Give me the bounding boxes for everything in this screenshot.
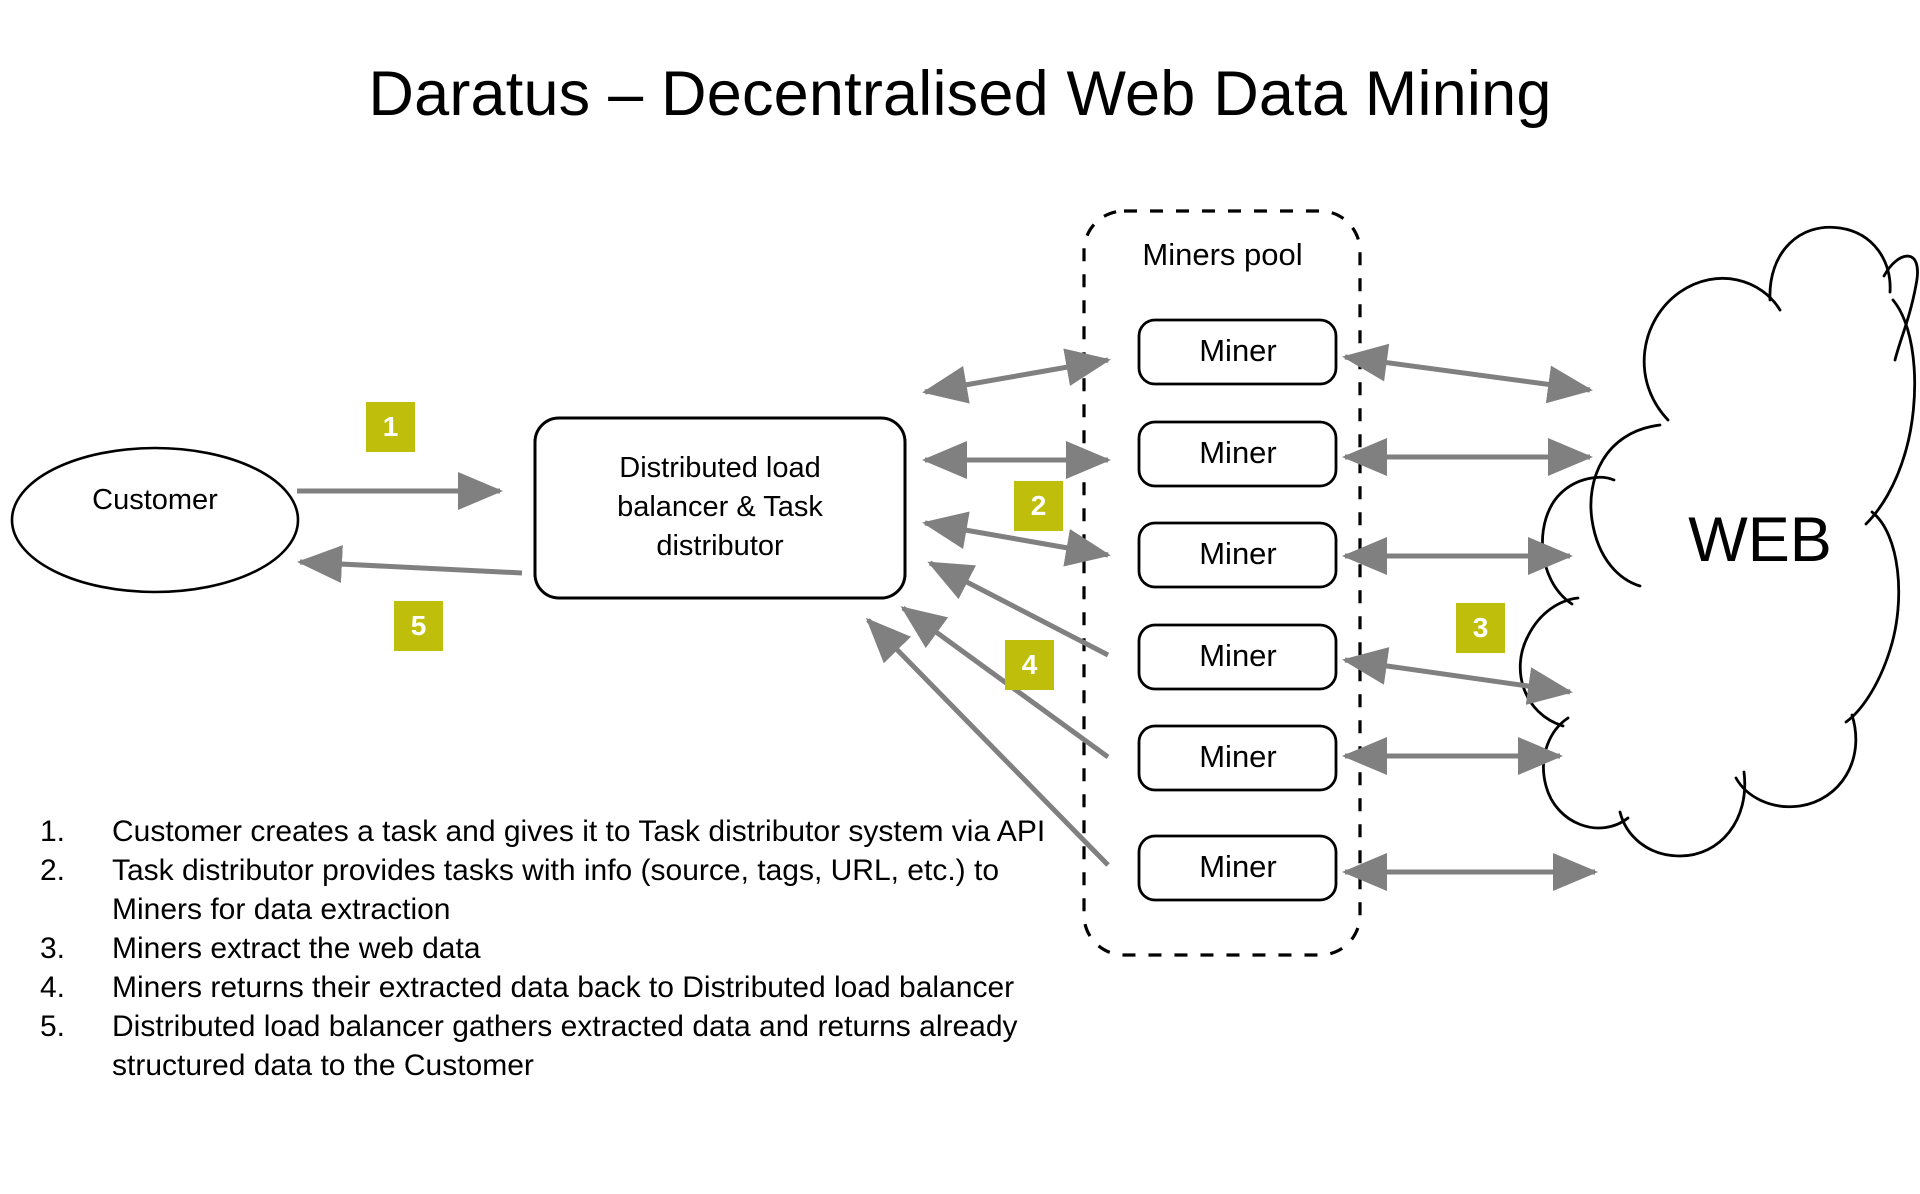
web-cloud <box>1518 225 1919 858</box>
legend-text-3: Miners extract the web data <box>112 932 481 965</box>
legend-number-1: 1. <box>40 815 66 848</box>
load-balancer-line-3: distributor <box>656 530 784 562</box>
arrow-balancer-miner-1 <box>922 348 1111 404</box>
customer-ellipse <box>10 446 300 594</box>
legend-text-4: Miners returns their extracted data back… <box>112 971 1015 1004</box>
arrow-miner-to-balancer-6 <box>865 617 1110 867</box>
arrow-balancer-miner-3 <box>922 511 1111 567</box>
step-badge-5: 5 <box>394 601 443 651</box>
miner-label-2: Miner <box>1199 435 1277 470</box>
legend-item-1: 1. Customer creates a task and gives it … <box>40 812 1070 851</box>
legend-text-2: Task distributor provides tasks with inf… <box>112 854 1000 926</box>
legend-number-3: 3. <box>40 932 66 965</box>
arrow-balancer-to-customer <box>297 545 523 584</box>
legend-item-5: 5. Distributed load balancer gathers ext… <box>40 1007 1070 1085</box>
miner-label-3: Miner <box>1199 536 1277 571</box>
load-balancer-line-1: Distributed load <box>619 452 821 484</box>
arrow-miner-to-balancer-4 <box>927 560 1110 658</box>
legend-number-2: 2. <box>40 854 66 887</box>
arrow-miner-web-1 <box>1342 343 1593 404</box>
customer-node-label: Customer <box>92 483 218 516</box>
legend-number-5: 5. <box>40 1010 66 1043</box>
miner-box <box>1137 420 1338 488</box>
step-badge-3: 3 <box>1456 603 1505 653</box>
load-balancer-line-2: balancer & Task <box>617 491 823 523</box>
miners-pool-title: Miners pool <box>1142 237 1303 272</box>
miner-label-1: Miner <box>1199 333 1277 368</box>
legend-item-2: 2. Task distributor provides tasks with … <box>40 851 1070 929</box>
legend-item-4: 4. Miners returns their extracted data b… <box>40 968 1070 1007</box>
step-badge-4: 4 <box>1005 640 1054 690</box>
arrow-miner-web-4 <box>1342 647 1573 705</box>
load-balancer-box <box>533 416 907 600</box>
miner-label-5: Miner <box>1199 739 1277 774</box>
miner-box <box>1137 834 1338 902</box>
miner-box <box>1137 318 1338 386</box>
miner-label-6: Miner <box>1199 849 1277 884</box>
step-badge-1: 1 <box>366 402 415 452</box>
miner-box <box>1137 623 1338 691</box>
miner-label-4: Miner <box>1199 638 1277 673</box>
miner-box <box>1137 521 1338 589</box>
web-cloud-label: WEB <box>1688 505 1832 575</box>
miner-box <box>1137 724 1338 792</box>
legend-item-3: 3. Miners extract the web data <box>40 929 1070 968</box>
legend-number-4: 4. <box>40 971 66 1004</box>
load-balancer-node-label: Distributed load balancer & Task distrib… <box>540 430 900 585</box>
step-badge-2: 2 <box>1014 481 1063 531</box>
steps-legend: 1. Customer creates a task and gives it … <box>40 812 1070 1085</box>
legend-text-5: Distributed load balancer gathers extrac… <box>112 1010 1018 1082</box>
page-title: Daratus – Decentralised Web Data Mining <box>368 59 1552 129</box>
legend-text-1: Customer creates a task and gives it to … <box>112 815 1046 848</box>
